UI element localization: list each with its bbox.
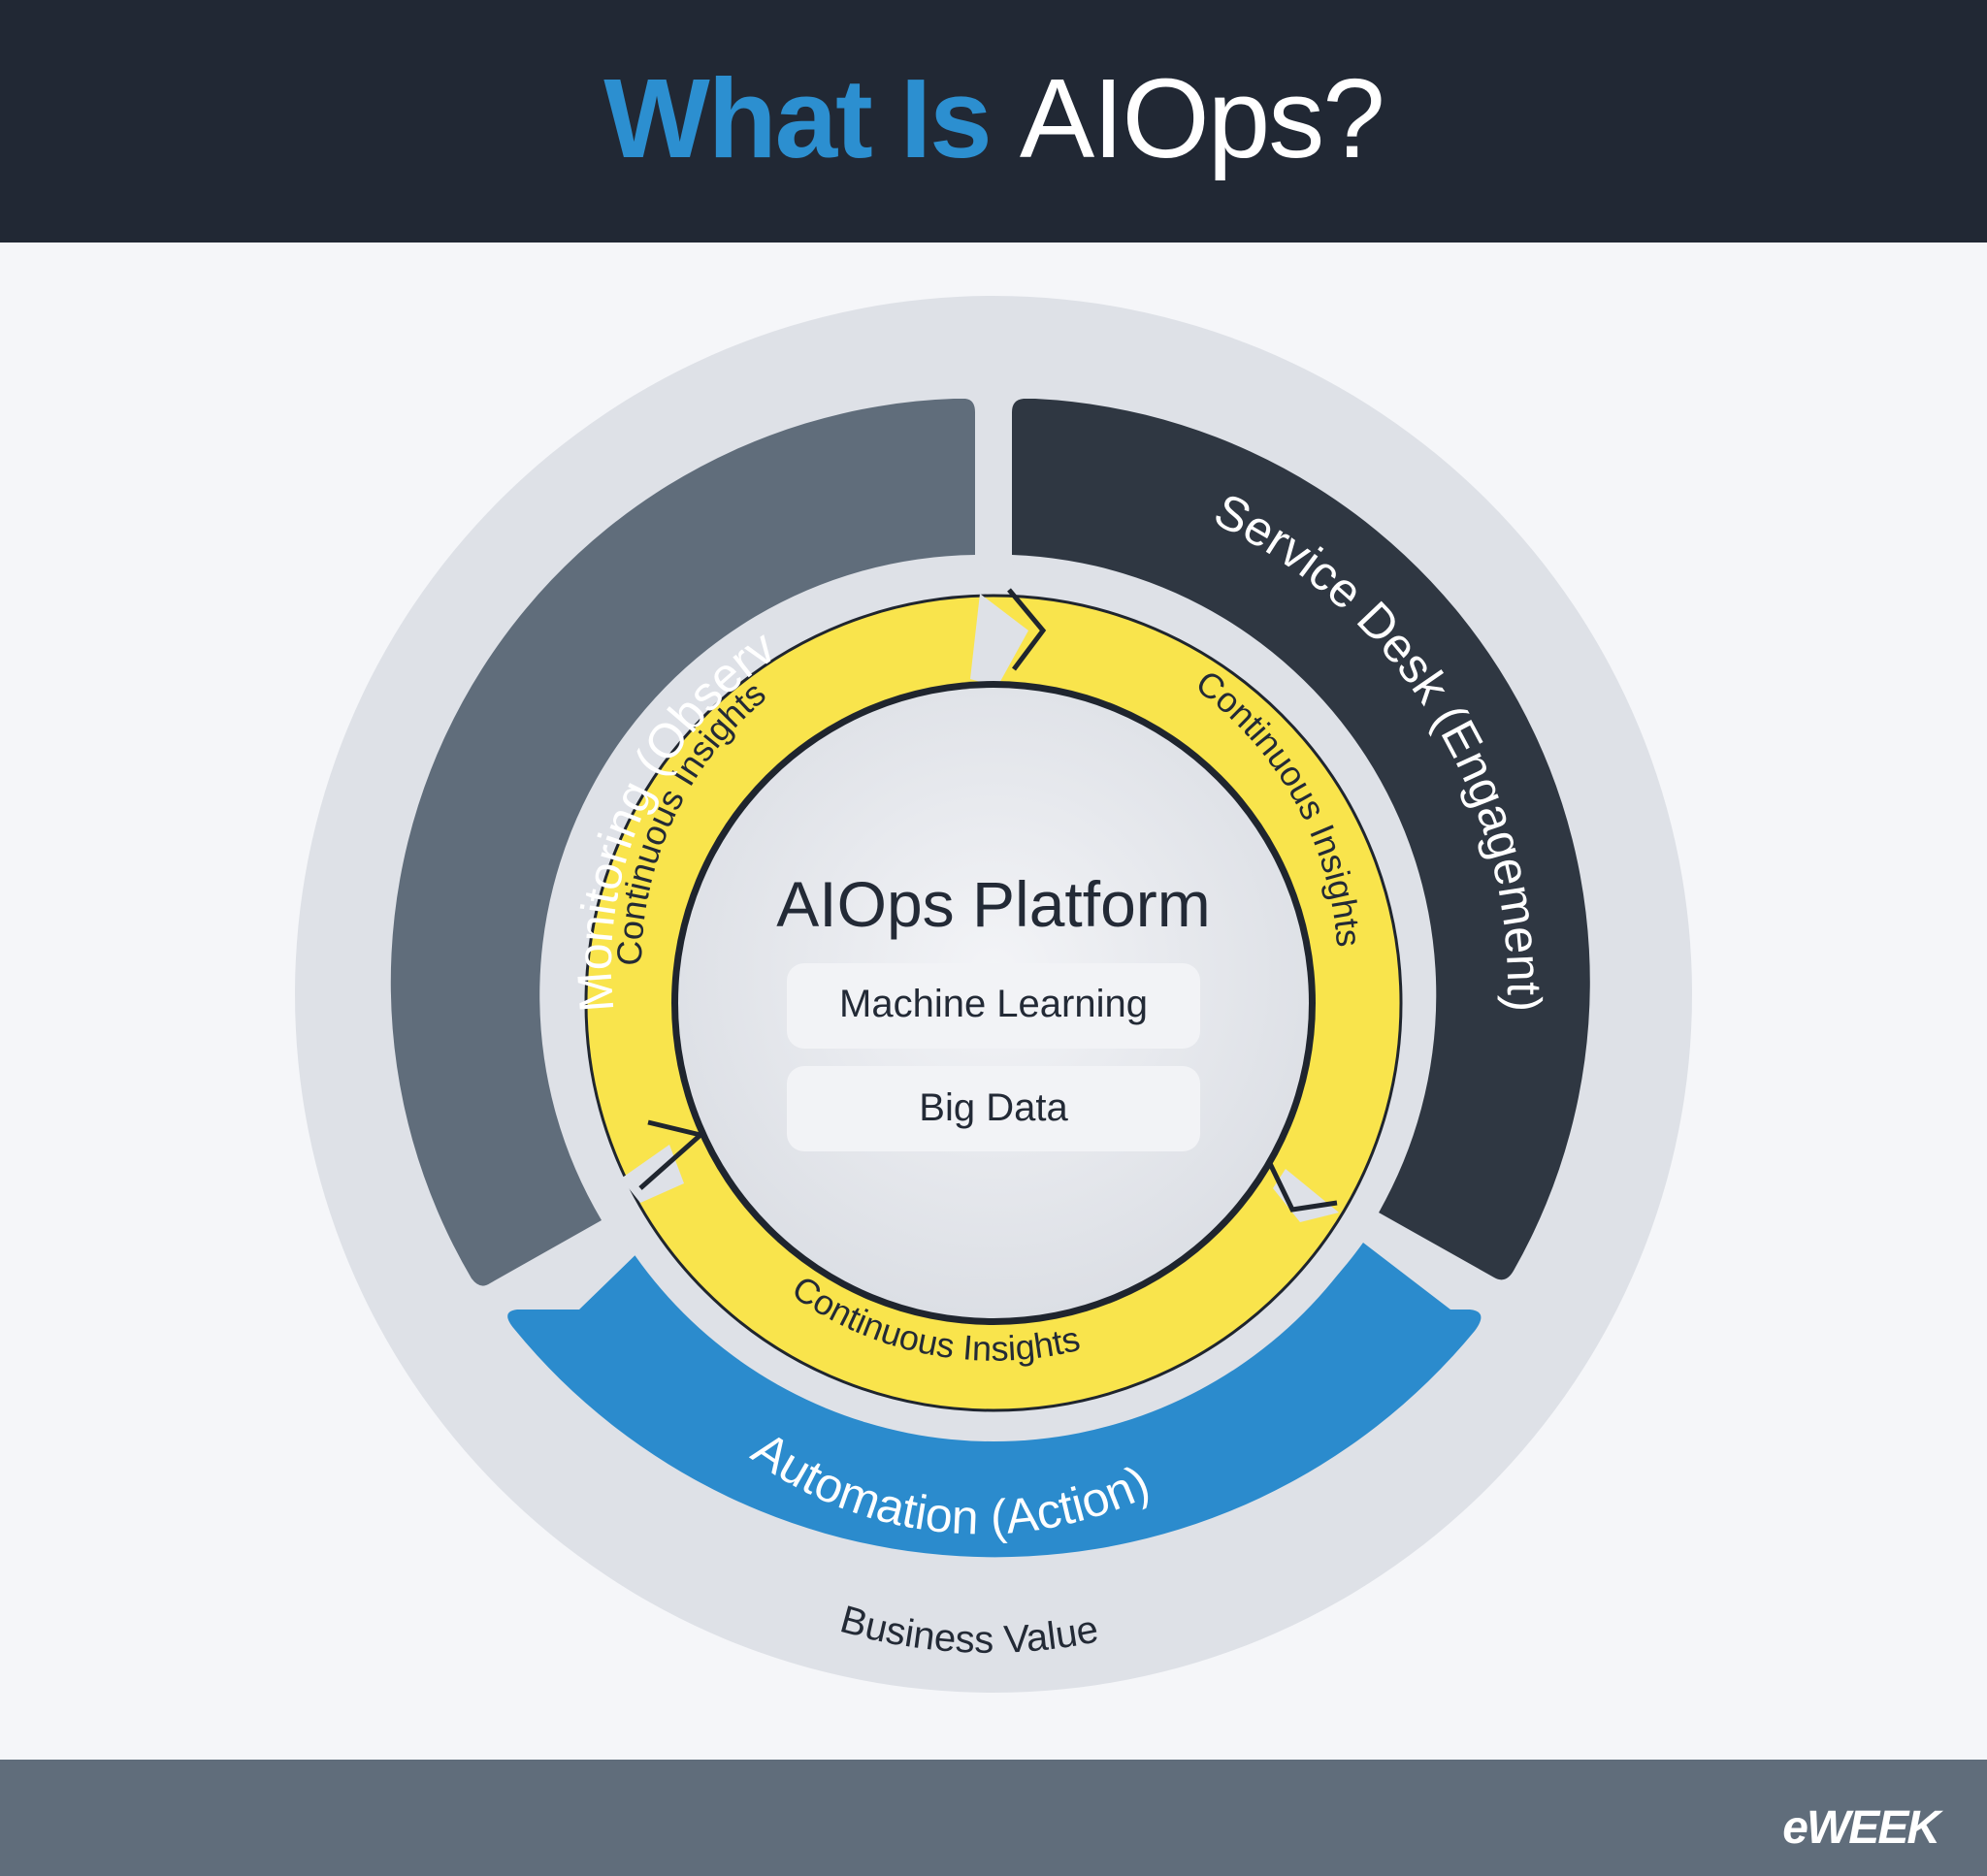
footer-bar: eWEEK (0, 1760, 1987, 1876)
service-desk-segment (1012, 399, 1590, 1280)
monitoring-segment (390, 399, 976, 1286)
header-bar: What Is AIOps? (0, 0, 1987, 243)
arrow-notch-top (970, 594, 1028, 687)
arrow-head-top (1007, 588, 1047, 671)
title-main: AIOps? (1019, 55, 1385, 181)
machine-learning-box (787, 963, 1200, 1049)
automation-segment (507, 1243, 1482, 1558)
arrow-notch-left (621, 1145, 684, 1203)
eweek-logo: eWEEK (1782, 1802, 1940, 1854)
page-title: What Is AIOps? (603, 53, 1385, 183)
arrow-head-right (1260, 1148, 1338, 1213)
title-accent: What Is (603, 55, 992, 181)
platform-title: AIOps Platform (776, 868, 1210, 940)
machine-learning-label: Machine Learning (839, 983, 1148, 1025)
big-data-box (787, 1066, 1200, 1151)
big-data-label: Big Data (919, 1086, 1068, 1129)
